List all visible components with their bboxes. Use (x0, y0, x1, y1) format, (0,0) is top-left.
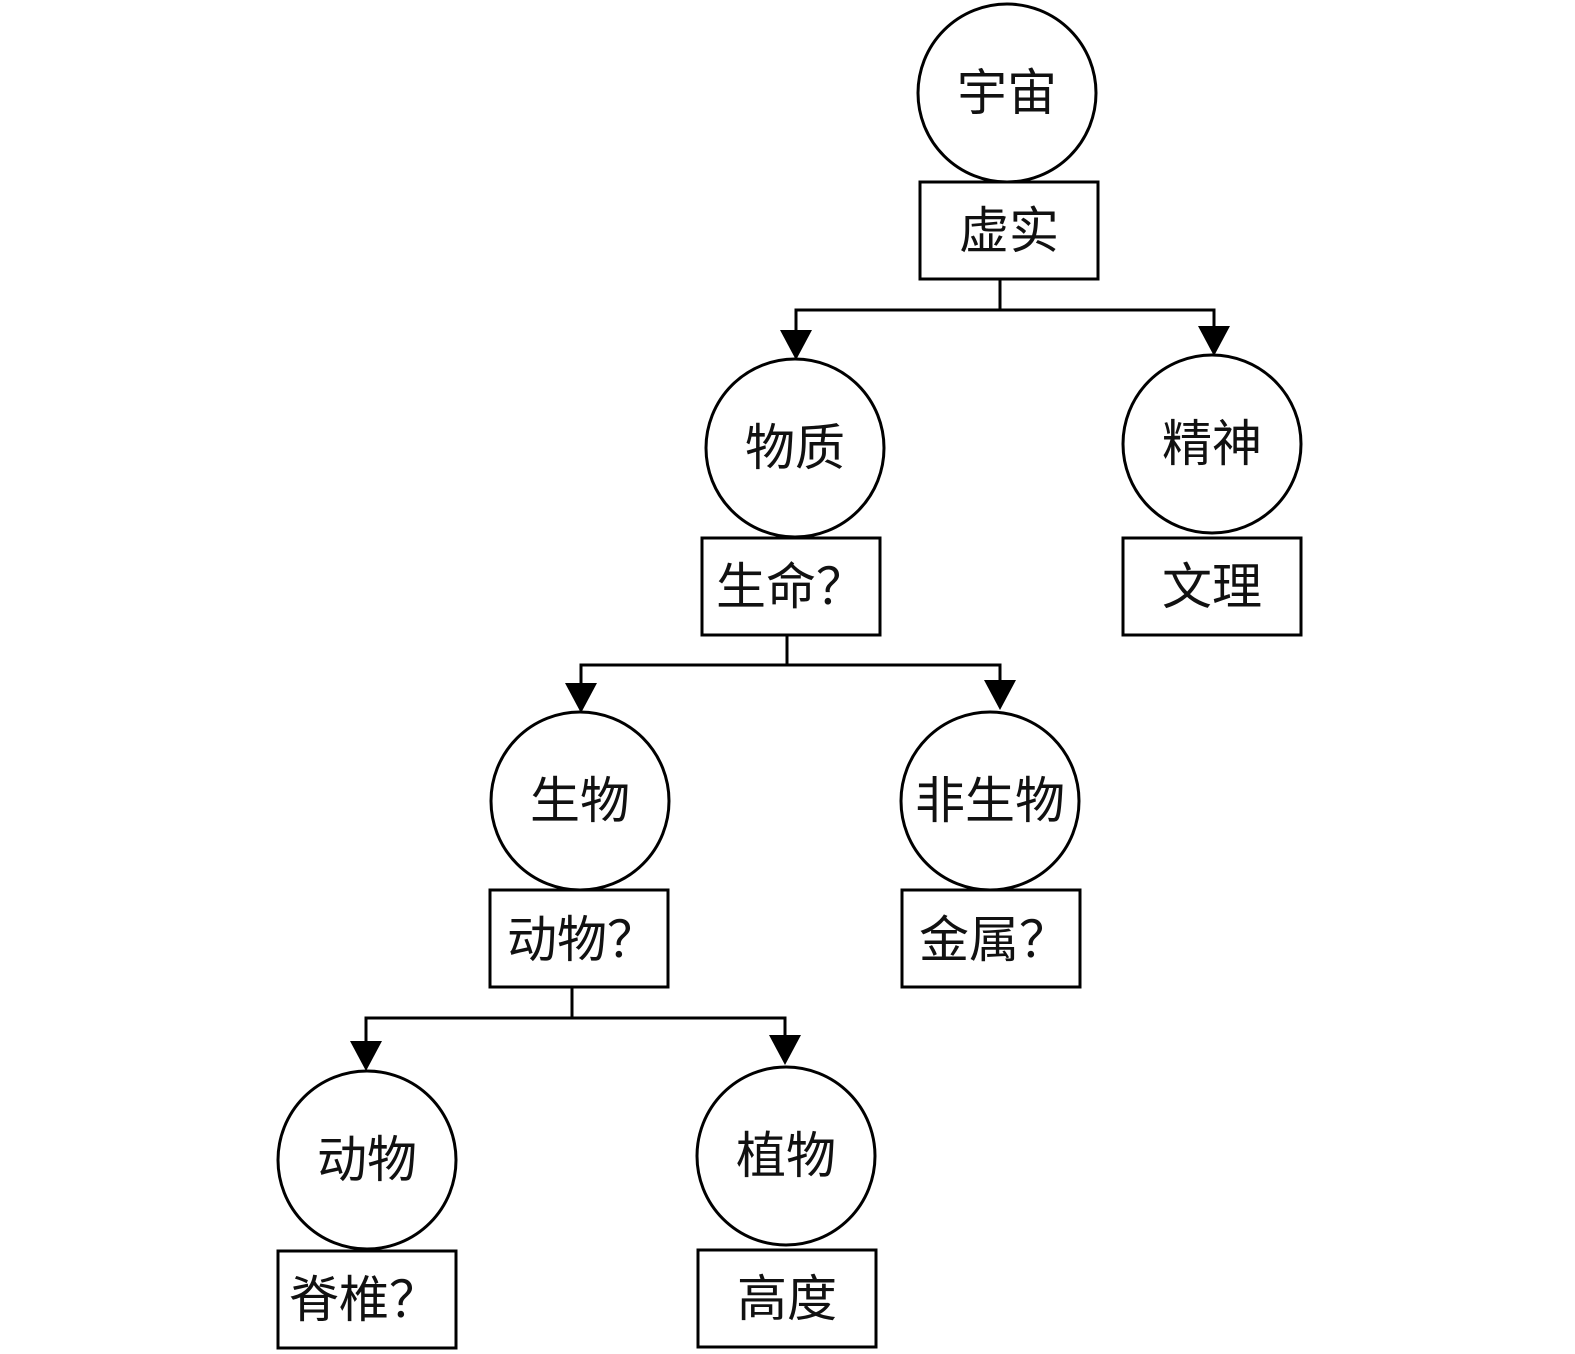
edge-group-organism (350, 987, 801, 1071)
node-non-organism-attribute-box (900, 888, 1082, 989)
node-spirit: 精神 文理 (1121, 353, 1303, 637)
node-spirit-circle (1121, 353, 1303, 535)
edge-matter-non-organism (787, 663, 1002, 680)
node-animal-attribute: 脊椎？ (289, 1271, 439, 1329)
edge-universe-matter (794, 279, 1002, 330)
arrow-head-spirit (1198, 326, 1230, 356)
node-plant-attribute: 高度 (737, 1270, 837, 1328)
node-spirit-attribute-box (1121, 536, 1303, 637)
node-non-organism: 非生物 金属？ (899, 710, 1082, 989)
arrow-head-plant (769, 1035, 801, 1065)
edge-group-matter (565, 634, 1016, 713)
edge-universe-spirit (1000, 308, 1216, 326)
arrow-head-matter (780, 330, 812, 360)
node-plant-attribute-box (696, 1248, 878, 1349)
node-animal-attribute-box (276, 1249, 458, 1350)
node-plant-circle (695, 1065, 877, 1247)
node-animal: 动物 脊椎？ (276, 1069, 458, 1350)
edge-group-universe (780, 279, 1230, 360)
node-animal-name: 动物 (317, 1131, 417, 1189)
node-organism-name: 生物 (530, 772, 630, 830)
node-universe: 宇宙 虚实 (916, 2, 1100, 281)
node-matter-name: 物质 (745, 419, 845, 477)
node-non-organism-attribute: 金属？ (919, 911, 1069, 969)
node-non-organism-name: 非生物 (915, 772, 1065, 830)
node-plant-name: 植物 (736, 1127, 836, 1185)
node-universe-name: 宇宙 (957, 64, 1057, 122)
node-matter-attribute-box (700, 536, 882, 637)
node-plant: 植物 高度 (695, 1065, 878, 1349)
node-organism: 生物 动物？ (488, 710, 671, 989)
edge-matter-organism (579, 634, 789, 683)
node-matter: 物质 生命？ (700, 357, 886, 637)
node-organism-attribute-box (488, 888, 670, 989)
edge-organism-plant (572, 1016, 787, 1035)
node-universe-attribute: 虚实 (959, 202, 1059, 260)
node-spirit-attribute: 文理 (1162, 558, 1262, 616)
edge-organism-animal (364, 987, 574, 1041)
arrow-head-organism (565, 683, 597, 713)
node-matter-attribute: 生命？ (716, 558, 866, 616)
node-organism-attribute: 动物？ (507, 911, 657, 969)
node-universe-attribute-box (918, 180, 1100, 281)
arrow-head-non-organism (984, 680, 1016, 710)
arrow-head-animal (350, 1041, 382, 1071)
node-spirit-name: 精神 (1162, 415, 1262, 473)
node-animal-circle (276, 1069, 458, 1251)
